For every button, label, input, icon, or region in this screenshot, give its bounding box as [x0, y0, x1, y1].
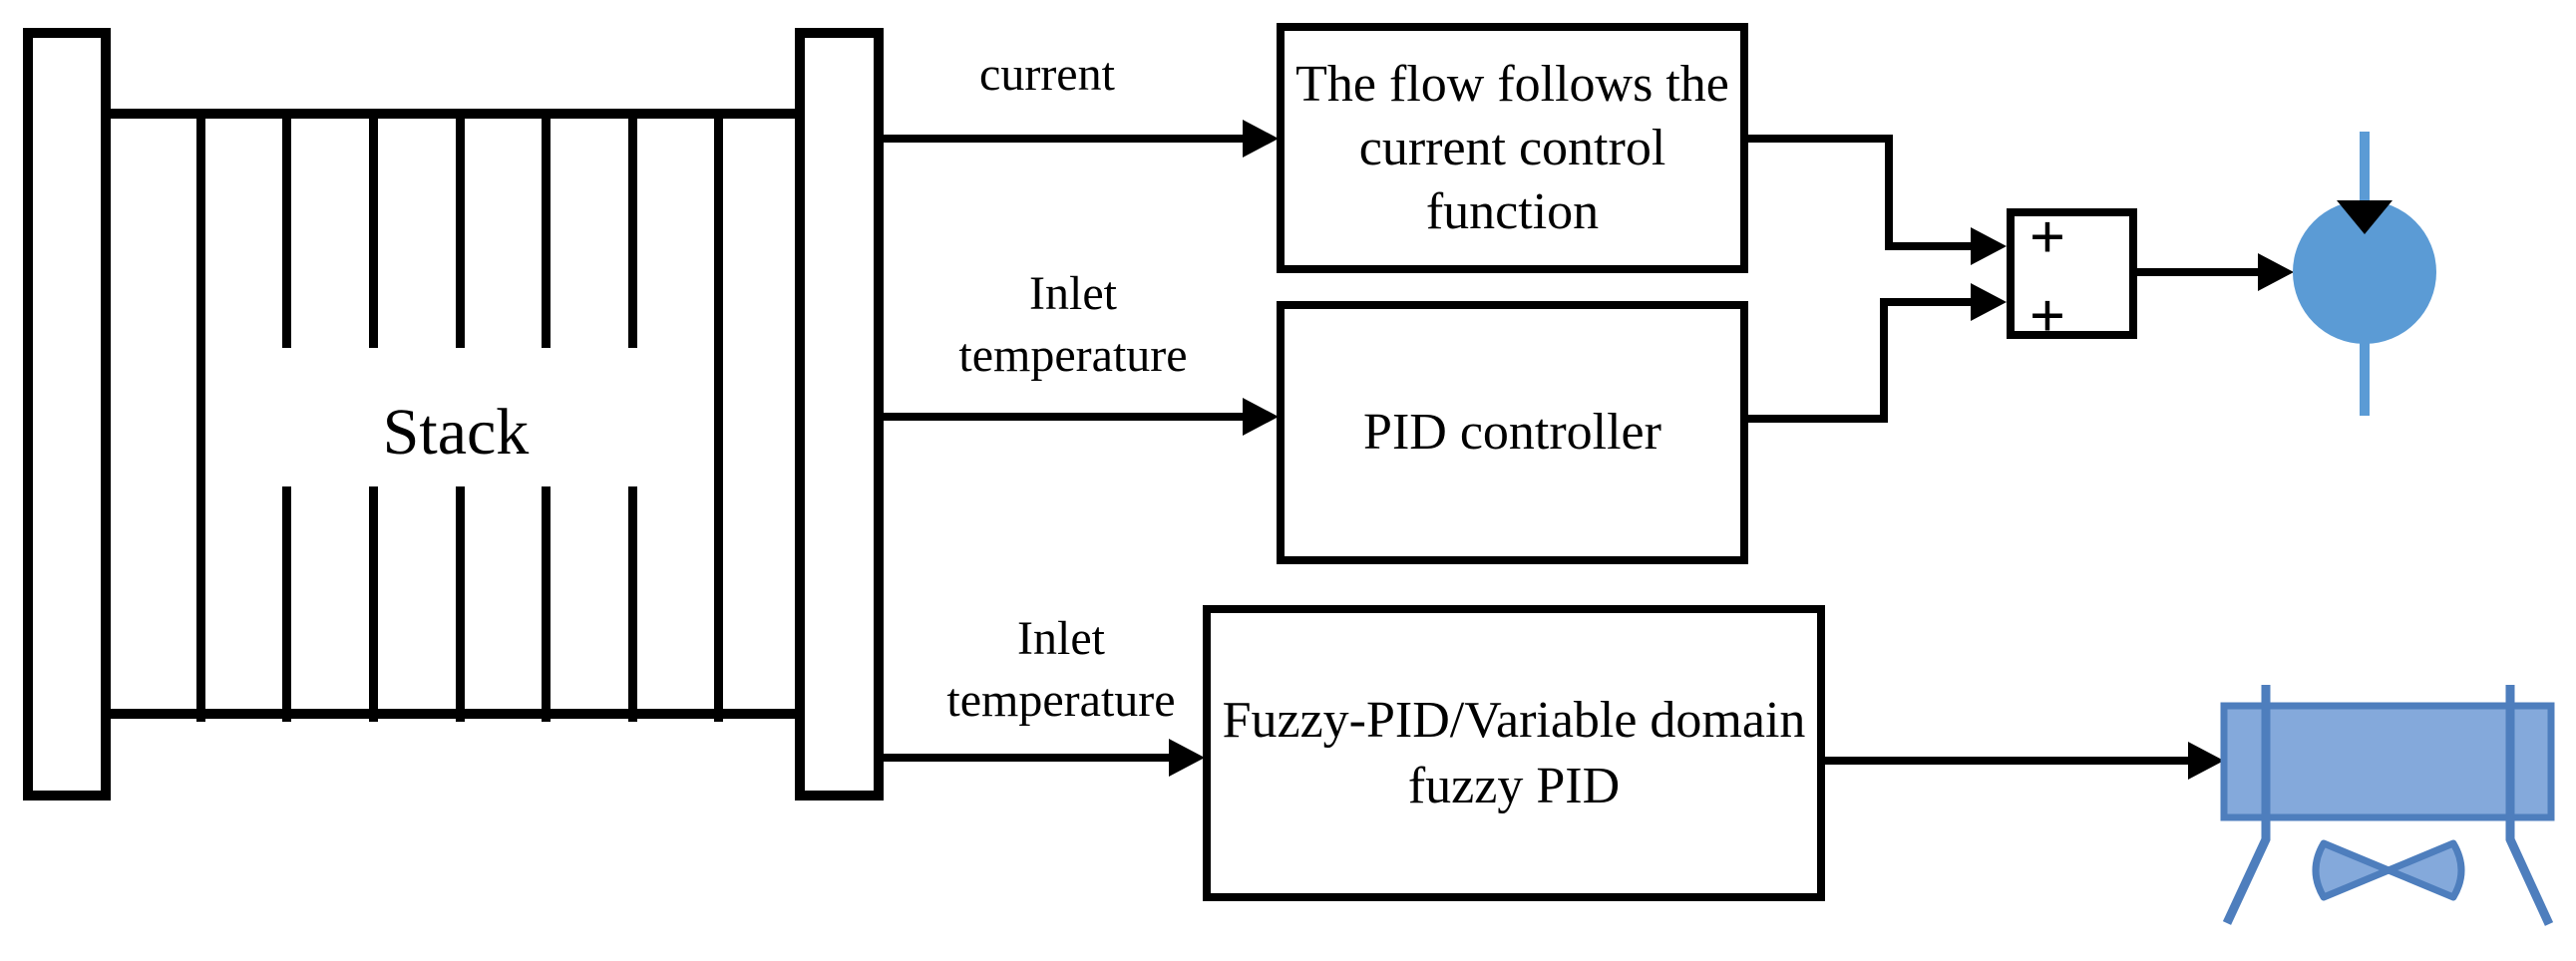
flow-function-block: The flow follows the current control fun… — [1277, 23, 1748, 273]
flow-function-text-line1: The flow follows the — [1295, 55, 1729, 113]
arrowhead-right-icon — [1971, 227, 2007, 265]
heat-exchanger-body — [2220, 702, 2555, 821]
inlet-temperature-line2: temperature — [946, 674, 1176, 727]
route-segment — [1748, 135, 1893, 143]
stack-label: Stack — [382, 396, 530, 469]
arrowhead-right-icon — [2188, 742, 2224, 780]
fan-icon — [2312, 839, 2392, 901]
current-label: current — [979, 48, 1115, 101]
stack-cell-line-segment — [369, 114, 378, 348]
inlet-temperature-line1: Inlet — [1029, 267, 1117, 320]
stack-cell-line-segment — [456, 486, 465, 722]
inlet-temperature-line1: Inlet — [1017, 612, 1105, 665]
stack-cell-line-segment — [456, 114, 465, 348]
route-segment — [1880, 298, 1973, 306]
heat-exchanger-left-pipe — [2222, 685, 2271, 925]
arrowhead-right-icon — [1243, 120, 1279, 158]
stack-cell-line-segment — [542, 486, 551, 722]
flow-function-text-line3: function — [1425, 182, 1600, 240]
flow-function-text-line2: current control — [1358, 119, 1666, 176]
stack-right-endplate — [795, 28, 884, 801]
stack-cell-line-segment — [282, 486, 291, 722]
pid-controller-block: PID controller — [1277, 301, 1748, 564]
pump-icon — [2293, 132, 2436, 416]
stack-cell-line-segment — [542, 114, 551, 348]
stack-cell-line-segment — [369, 486, 378, 722]
heat-exchanger-icon — [2220, 685, 2555, 926]
stack-cell-line-full — [196, 114, 205, 722]
arrow-line — [884, 754, 1169, 762]
fuzzy-pid-text-line2: fuzzy PID — [1407, 757, 1621, 814]
stack-cell-line-segment — [282, 114, 291, 348]
summing-junction — [2007, 208, 2137, 339]
stack-cell-line-segment — [628, 486, 637, 722]
stack-top-rail — [111, 109, 795, 119]
route-segment — [1748, 415, 1888, 423]
fuzzy-pid-text-line1: Fuzzy-PID/Variable domain — [1222, 691, 1806, 749]
stack-cell-line-segment — [628, 114, 637, 348]
arrowhead-right-icon — [2258, 253, 2294, 291]
arrow-line — [2137, 268, 2260, 276]
route-segment — [1880, 298, 1888, 423]
pid-controller-text: PID controller — [1363, 404, 1661, 461]
arrowhead-right-icon — [1169, 739, 1205, 777]
stack-left-endplate — [23, 28, 111, 801]
summing-plus-bottom: + — [2028, 280, 2066, 351]
stack-cell-line-full — [714, 114, 723, 722]
summing-plus-top: + — [2028, 201, 2066, 272]
arrowhead-right-icon — [1243, 398, 1279, 436]
arrowhead-right-icon — [1971, 283, 2007, 321]
arrow-line — [884, 135, 1243, 143]
route-segment — [1885, 242, 1973, 250]
fan-icon — [2385, 839, 2465, 901]
arrow-line — [1825, 757, 2190, 765]
heat-exchanger-right-pipe — [2505, 685, 2554, 926]
pump-flow-arrowhead-down-icon — [2337, 200, 2392, 234]
pump-circle — [2293, 200, 2436, 344]
fuzzy-pid-block: Fuzzy-PID/Variable domain fuzzy PID — [1203, 605, 1825, 901]
inlet-temperature-line2: temperature — [958, 329, 1188, 382]
arrow-line — [884, 413, 1243, 421]
route-segment — [1885, 135, 1893, 250]
stack-bottom-rail — [111, 709, 795, 719]
